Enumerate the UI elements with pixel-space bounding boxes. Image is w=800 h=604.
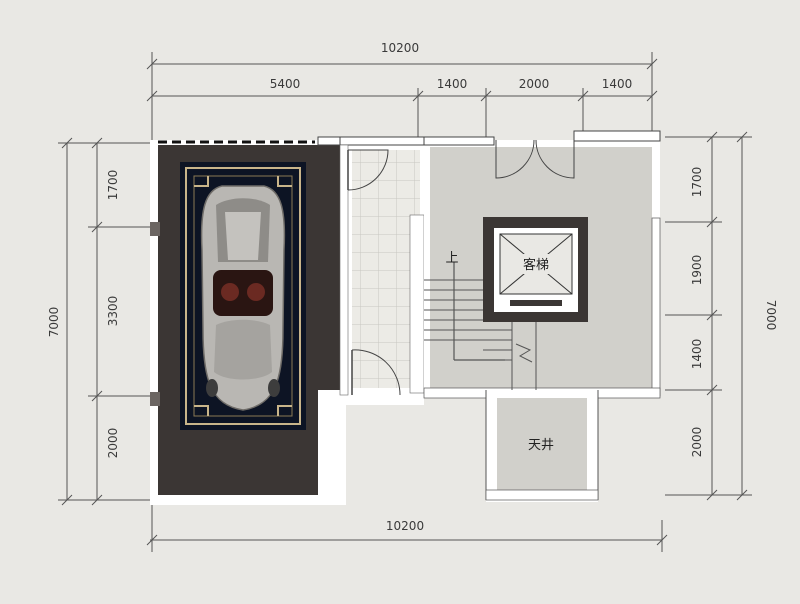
door-swing-bottom [351, 349, 401, 396]
dim-left-seg-1: 1700 [106, 170, 120, 201]
dim-left-seg-3: 2000 [106, 428, 120, 459]
stair-up-label: 上 [445, 251, 458, 266]
dim-right-seg-3: 1400 [690, 339, 704, 370]
dim-right-seg-1: 1700 [690, 167, 704, 198]
dim-left-seg-2: 3300 [106, 296, 120, 327]
dim-bottom-total: 10200 [386, 519, 424, 533]
dim-left-total: 7000 [47, 307, 61, 338]
elevator-label: 客梯 [523, 257, 549, 273]
left-dimensions [58, 137, 150, 506]
dim-top-seg-3: 2000 [519, 77, 550, 91]
dim-top-total: 10200 [381, 41, 419, 55]
right-dimensions [665, 131, 752, 501]
dim-top-seg-4: 1400 [602, 77, 633, 91]
double-door-right [535, 139, 575, 179]
courtyard-label: 天井 [528, 438, 554, 453]
dim-right-seg-2: 1900 [690, 255, 704, 286]
bottom-dimensions [146, 500, 668, 552]
door-swing-top [347, 149, 389, 191]
dim-top-seg-1: 5400 [270, 77, 301, 91]
top-dimensions [146, 52, 658, 145]
staircase [424, 262, 537, 395]
double-door-left [495, 139, 535, 179]
courtyard [485, 390, 599, 502]
dim-top-seg-2: 1400 [437, 77, 468, 91]
car-illustration [180, 162, 306, 430]
dim-right-total: 7000 [764, 300, 778, 331]
dim-right-seg-4: 2000 [690, 427, 704, 458]
